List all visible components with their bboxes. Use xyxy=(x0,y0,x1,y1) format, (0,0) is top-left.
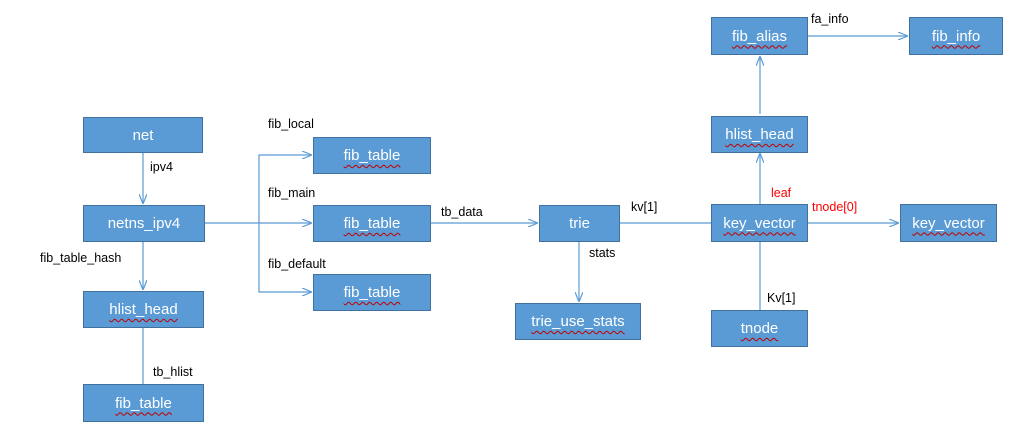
node-key-vector-main[interactable]: key_vector xyxy=(711,204,808,242)
edge-label-fib-default: fib_default xyxy=(268,257,326,271)
edge-label-tb-hlist: tb_hlist xyxy=(153,365,193,379)
node-trie[interactable]: trie xyxy=(539,205,620,242)
node-netns-ipv4[interactable]: netns_ipv4 xyxy=(83,205,205,242)
edge-label-tb-data: tb_data xyxy=(441,205,483,219)
node-hlist-head-left[interactable]: hlist_head xyxy=(83,291,204,328)
node-fib-table-left[interactable]: fib_table xyxy=(83,384,204,422)
node-trie-use-stats[interactable]: trie_use_stats xyxy=(515,303,641,340)
node-fib-alias[interactable]: fib_alias xyxy=(711,17,808,55)
edge-label-kv1: kv[1] xyxy=(631,200,658,214)
arrow-branch-fib-local xyxy=(258,155,311,223)
node-fib-table-default-label: fib_table xyxy=(343,284,401,301)
node-net[interactable]: net xyxy=(83,117,203,153)
node-trie-use-stats-label: trie_use_stats xyxy=(531,313,625,330)
node-fib-table-main[interactable]: fib_table xyxy=(313,205,431,242)
edge-label-fib-local: fib_local xyxy=(268,117,314,131)
node-hlist-head-top-label: hlist_head xyxy=(725,126,794,143)
node-netns-ipv4-label: netns_ipv4 xyxy=(107,215,181,232)
edge-label-fib-main: fib_main xyxy=(268,186,316,200)
edge-label-kv1-lower: Kv[1] xyxy=(767,291,796,305)
node-tnode[interactable]: tnode xyxy=(711,310,808,347)
node-fib-table-main-label: fib_table xyxy=(343,215,401,232)
node-fib-table-local[interactable]: fib_table xyxy=(313,137,431,174)
node-fib-table-default[interactable]: fib_table xyxy=(313,274,431,311)
node-hlist-head-left-label: hlist_head xyxy=(109,301,178,318)
node-fib-table-left-label: fib_table xyxy=(115,394,172,412)
node-net-label: net xyxy=(132,126,154,144)
node-key-vector-main-label: key_vector xyxy=(723,214,796,232)
node-fib-info-label: fib_info xyxy=(931,27,981,45)
edge-label-leaf: leaf xyxy=(771,186,792,200)
edge-label-fa-info: fa_info xyxy=(811,12,849,26)
edge-label-tnode0: tnode[0] xyxy=(812,200,858,214)
node-trie-label: trie xyxy=(569,215,590,232)
node-key-vector-right-label: key_vector xyxy=(912,214,985,232)
node-fib-info[interactable]: fib_info xyxy=(909,17,1003,55)
arrow-branch-fib-default xyxy=(258,223,311,292)
node-key-vector-right[interactable]: key_vector xyxy=(900,204,997,242)
node-fib-table-local-label: fib_table xyxy=(343,147,401,164)
edge-label-stats: stats xyxy=(589,246,616,260)
edge-label-fib-table-hash: fib_table_hash xyxy=(40,251,122,265)
node-fib-alias-label: fib_alias xyxy=(731,27,788,45)
edge-label-ipv4: ipv4 xyxy=(150,160,173,174)
node-tnode-label: tnode xyxy=(740,320,779,337)
node-hlist-head-top[interactable]: hlist_head xyxy=(711,116,808,153)
